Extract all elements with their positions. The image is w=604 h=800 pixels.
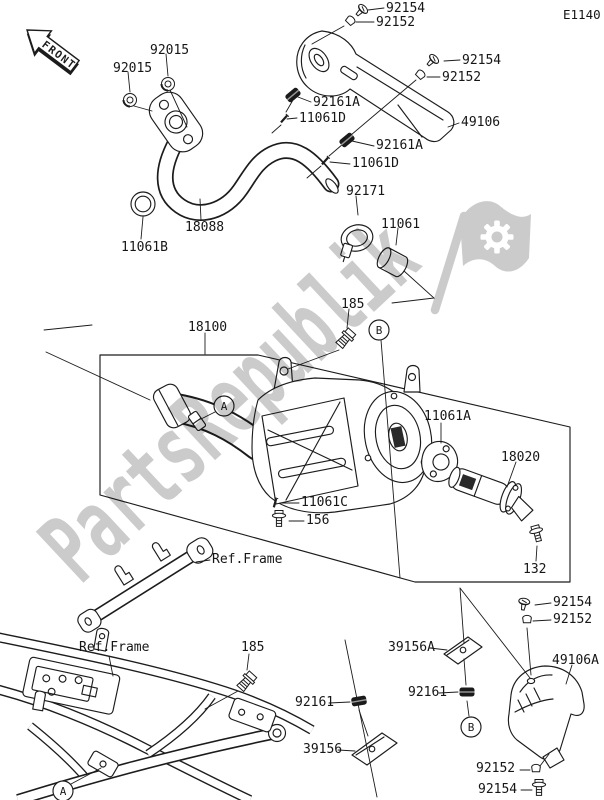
bolt-icon-156: [271, 510, 287, 527]
part-label-92161a: 92161A: [313, 95, 360, 110]
part-label-92152: 92152: [376, 15, 416, 30]
part-label-18020: 18020: [501, 450, 541, 465]
grommet-icon-92161-left: [350, 694, 368, 708]
part-label-156: 156: [306, 513, 330, 528]
part-label-18088: 18088: [185, 220, 225, 235]
screw-icon-92154-top1: [352, 2, 370, 20]
ref-frame-bracket-drawing: [77, 537, 214, 633]
part-label-49106: 49106: [461, 115, 501, 130]
front-direction-arrow: FRONT: [26, 29, 81, 76]
svg-text:B: B: [468, 721, 475, 734]
callout-b-top: B: [368, 319, 390, 341]
exhaust-flange: [148, 91, 204, 153]
part-label-11061a: 11061A: [424, 409, 471, 424]
part-label-11061c: 11061C: [301, 495, 348, 510]
sleeve-gasket-11061-drawing: [376, 247, 409, 278]
part-label-11061: 11061: [381, 217, 421, 232]
part-label-92154: 92154: [462, 53, 502, 68]
part-label-92154: 92154: [553, 595, 593, 610]
callout-a-mid: A: [213, 395, 235, 417]
gasket-ring-11061b-drawing: [130, 191, 156, 217]
capnut-icon-92152-top1: [344, 14, 357, 27]
part-label-92152: 92152: [442, 70, 482, 85]
part-label-132: 132: [523, 562, 547, 577]
part-label-185: 185: [341, 297, 365, 312]
svg-text:A: A: [60, 785, 67, 798]
part-label-92171: 92171: [346, 184, 386, 199]
leader-lines: [70, 7, 573, 798]
part-label-92161a: 92161A: [376, 138, 423, 153]
part-label-92161: 92161: [408, 685, 448, 700]
bolt-icon-92154-bottom: [531, 779, 547, 796]
part-label-49106a: 49106A: [552, 653, 599, 668]
part-label-92015: 92015: [150, 43, 190, 58]
capnut-icon-92152-top2: [414, 68, 427, 81]
muffler-body-drawing: [152, 356, 433, 514]
part-label-11061d: 11061D: [352, 156, 399, 171]
callout-a-bottom: A: [52, 780, 74, 800]
bolt-icon-185-bottom: [234, 669, 259, 694]
frame-drawing: [0, 627, 315, 800]
svg-text:A: A: [221, 400, 228, 413]
part-label-92154: 92154: [478, 782, 518, 797]
part-label-185: 185: [241, 640, 265, 655]
exhaust-pipe-18088-drawing: [148, 91, 340, 221]
page-code: E1140: [563, 7, 601, 22]
part-label-11061d: 11061D: [299, 111, 346, 126]
screw-icon-92154-right: [516, 596, 531, 612]
part-label-11061b: 11061B: [121, 240, 168, 255]
bolt-icon-132: [527, 523, 546, 544]
capnut-icon-92152-right: [522, 614, 532, 624]
bolt-icon-185-top: [333, 326, 358, 351]
part-label-39156a: 39156A: [388, 640, 435, 655]
nut-icon-92015-left: [122, 92, 138, 108]
part-label-92015: 92015: [113, 61, 153, 76]
assembly-18100-outline: [99, 354, 571, 583]
callout-b-bottom: B: [460, 716, 482, 738]
grommet-icon-92161a-1: [283, 86, 303, 104]
capnut-icon-92152-bottom: [531, 763, 541, 773]
part-label-92152: 92152: [553, 612, 593, 627]
stay-39156a-drawing: [443, 636, 483, 665]
part-label-18100: 18100: [188, 320, 228, 335]
svg-text:B: B: [376, 324, 383, 337]
screw-icon-92154-top2: [423, 52, 441, 70]
stay-39156-drawing: [351, 732, 398, 766]
part-label-92154: 92154: [386, 1, 426, 16]
part-label-92152: 92152: [476, 761, 516, 776]
part-label-ref-frame: Ref.Frame: [212, 552, 283, 567]
gasket-11061a-drawing: [421, 440, 459, 483]
grommet-icon-92161-mid: [458, 686, 476, 698]
part-label-ref-frame: Ref.Frame: [79, 640, 150, 655]
tail-pipe-18020-drawing: [448, 466, 534, 522]
heat-shield-cap-49106a-drawing: [507, 665, 585, 769]
part-label-92161: 92161: [295, 695, 335, 710]
clamp-92171-drawing: [340, 224, 374, 263]
part-label-39156: 39156: [303, 742, 343, 757]
nut-icon-92015-right: [160, 76, 176, 92]
